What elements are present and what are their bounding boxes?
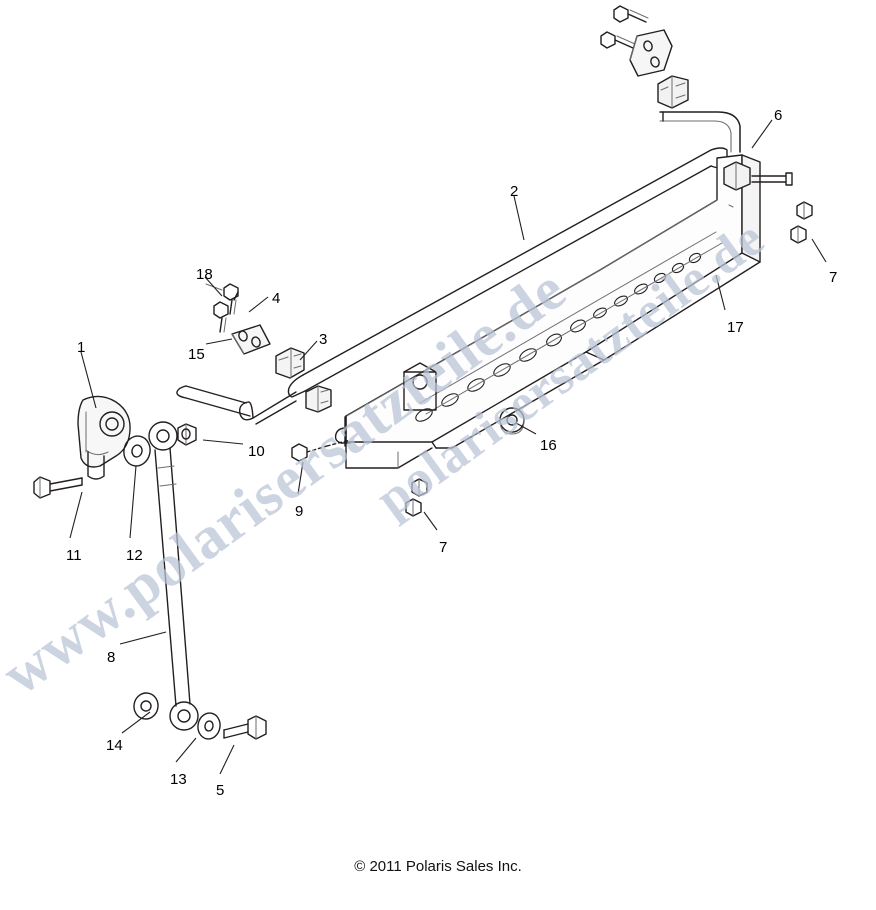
part-right-mount	[723, 161, 793, 191]
callout-number: 6	[774, 107, 783, 124]
callout-number: 9	[295, 503, 304, 520]
part-bushing-16	[499, 407, 525, 435]
callout-leader-line	[69, 491, 83, 539]
callout-leader-line	[299, 340, 318, 361]
callout-number: 10	[248, 443, 265, 460]
callout-number: 11	[66, 547, 82, 564]
callout-number: 7	[439, 539, 448, 556]
callout-leader-line	[751, 119, 773, 149]
part-bumper-body	[334, 154, 761, 469]
part-bracket-1	[77, 395, 131, 480]
part-nut-upper-right	[790, 201, 813, 244]
callout-leader-line	[248, 296, 269, 313]
callout-number: 13	[170, 771, 187, 788]
callout-leader-line	[204, 276, 223, 297]
callout-number: 17	[727, 319, 744, 336]
callout-number: 15	[188, 346, 205, 363]
part-fastener-9	[291, 439, 351, 462]
callout-leader-line	[121, 711, 151, 734]
callout-leader-line	[205, 338, 233, 345]
part-top-fasteners	[600, 5, 689, 109]
part-washer-13	[197, 712, 221, 740]
callout-leader-line	[129, 465, 137, 539]
copyright-notice: © 2011 Polaris Sales Inc.	[354, 858, 522, 875]
callout-number: 16	[540, 437, 557, 454]
callout-leader-line	[119, 631, 167, 645]
callout-leader-line	[515, 422, 537, 435]
part-washer-14	[133, 692, 159, 720]
callout-leader-line	[202, 439, 244, 445]
part-nut-lower	[405, 478, 428, 517]
part-washer-12	[123, 435, 151, 467]
callout-leader-line	[219, 744, 235, 775]
callout-number: 3	[319, 331, 328, 348]
part-nut-10	[177, 423, 197, 446]
part-bolt-11	[33, 476, 83, 499]
callout-number: 18	[196, 266, 213, 283]
callout-leader-line	[175, 737, 197, 763]
leader-lines	[69, 119, 827, 775]
part-small-brackets	[205, 283, 332, 413]
callout-number: 12	[126, 547, 143, 564]
callout-number: 14	[106, 737, 123, 754]
callout-leader-line	[715, 274, 726, 311]
part-bumper-tube	[176, 111, 741, 425]
callout-leader-line	[297, 461, 304, 495]
callout-number: 1	[77, 339, 86, 356]
callout-leader-line	[80, 351, 97, 409]
callout-leader-line	[423, 511, 438, 531]
callout-number: 5	[216, 782, 225, 799]
callout-leader-line	[811, 238, 827, 263]
part-bolt-5	[223, 715, 267, 740]
callout-number: 2	[510, 183, 519, 200]
callout-number: 8	[107, 649, 116, 666]
callout-leader-line	[513, 195, 525, 241]
callout-number: 4	[272, 290, 281, 307]
part-link-8	[148, 421, 199, 731]
callout-number: 7	[829, 269, 838, 286]
